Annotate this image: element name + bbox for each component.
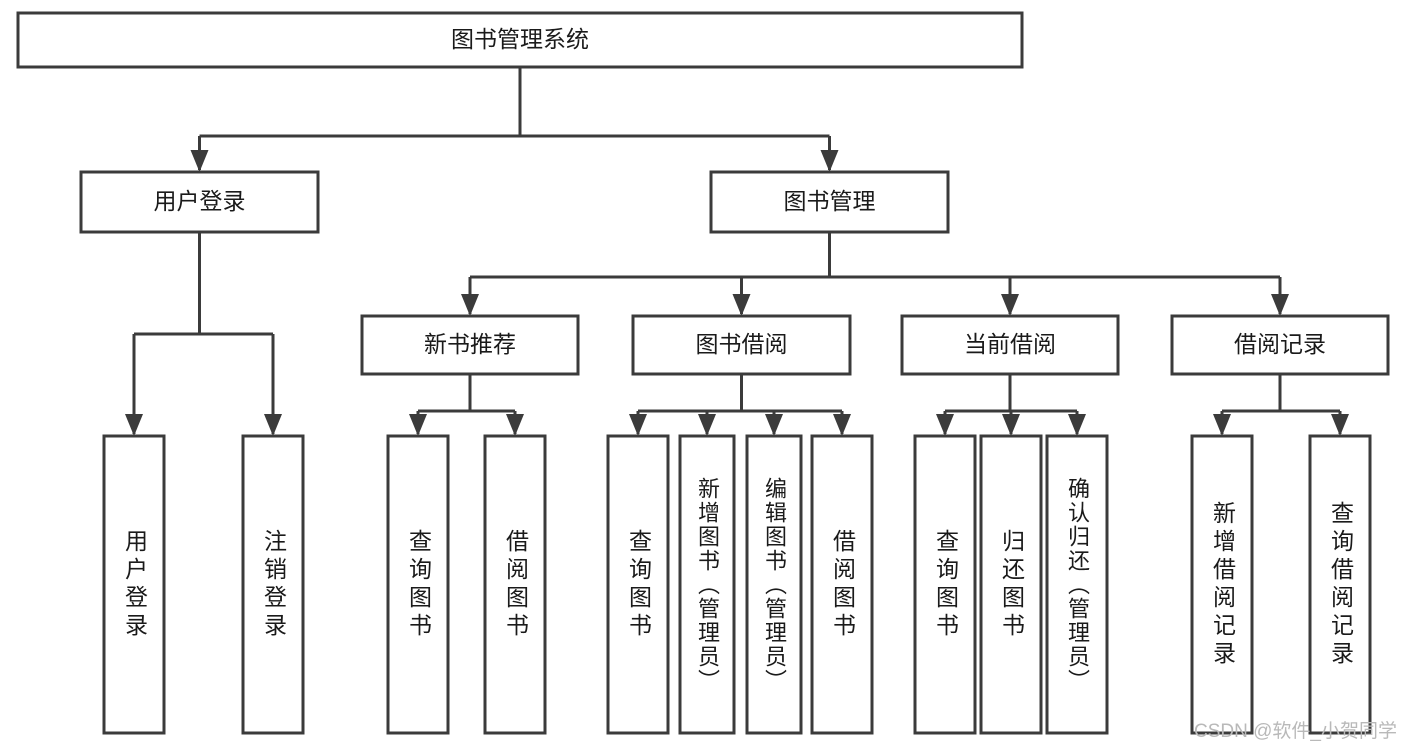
leaf-box-leaf-query-borrow-record[interactable]	[1308, 434, 1372, 735]
node-label-borrow-record: 借阅记录	[1234, 331, 1326, 357]
node-box-new-book-recommend[interactable]	[360, 314, 580, 376]
node-box-borrow-record[interactable]	[1170, 314, 1390, 376]
leaf-box-leaf-add-borrow-record[interactable]	[1190, 434, 1254, 735]
arrow-head-icon	[936, 414, 954, 436]
node-label-book-management: 图书管理	[784, 188, 876, 214]
watermark-text: CSDN @软件_小贺同学	[1194, 721, 1397, 742]
node-label-book-borrow: 图书借阅	[696, 331, 788, 357]
arrow-head-icon	[125, 414, 143, 436]
node-box-book-borrow[interactable]	[631, 314, 852, 376]
box-layer	[16, 11, 1390, 735]
arrow-head-icon	[409, 414, 427, 436]
connector-layer	[125, 67, 1349, 436]
node-label-user-login: 用户登录	[154, 188, 246, 214]
arrow-head-icon	[1001, 294, 1019, 316]
root-node-label: 图书管理系统	[451, 26, 589, 52]
leaf-box-leaf-confirm-return-admin[interactable]	[1045, 434, 1109, 735]
leaf-box-leaf-user-login[interactable]	[102, 434, 166, 735]
leaf-box-leaf-borrow-book-recommend[interactable]	[483, 434, 547, 735]
node-label-new-book-recommend: 新书推荐	[424, 331, 516, 357]
arrow-head-icon	[732, 294, 751, 316]
arrow-head-icon	[461, 294, 479, 316]
leaf-box-leaf-query-book-recommend[interactable]	[386, 434, 450, 735]
leaf-box-leaf-borrow-book[interactable]	[810, 434, 874, 735]
leaf-box-leaf-edit-book-admin[interactable]	[745, 434, 803, 735]
arrow-head-icon	[1213, 414, 1231, 436]
node-box-current-borrow[interactable]	[900, 314, 1120, 376]
leaf-box-leaf-add-book-admin[interactable]	[678, 434, 736, 735]
arrow-head-icon	[698, 414, 716, 436]
leaf-box-leaf-query-book-current[interactable]	[913, 434, 977, 735]
leaf-box-leaf-return-book[interactable]	[979, 434, 1043, 735]
arrow-head-icon	[1002, 414, 1020, 436]
leaf-box-leaf-logout-login[interactable]	[241, 434, 305, 735]
root-node-box[interactable]	[16, 11, 1024, 69]
arrow-head-icon	[1068, 414, 1086, 436]
arrow-head-icon	[506, 414, 524, 436]
arrow-head-icon	[264, 414, 282, 436]
arrow-head-icon	[1331, 414, 1349, 436]
arrow-head-icon	[820, 150, 839, 172]
arrow-head-icon	[190, 150, 209, 172]
node-box-book-management[interactable]	[709, 170, 950, 234]
node-label-current-borrow: 当前借阅	[964, 331, 1056, 357]
arrow-head-icon	[833, 414, 851, 436]
node-box-user-login[interactable]	[79, 170, 320, 234]
arrow-head-icon	[1271, 294, 1289, 316]
leaf-box-leaf-query-book-borrow[interactable]	[606, 434, 670, 735]
arrow-head-icon	[629, 414, 647, 436]
arrow-head-icon	[765, 414, 783, 436]
